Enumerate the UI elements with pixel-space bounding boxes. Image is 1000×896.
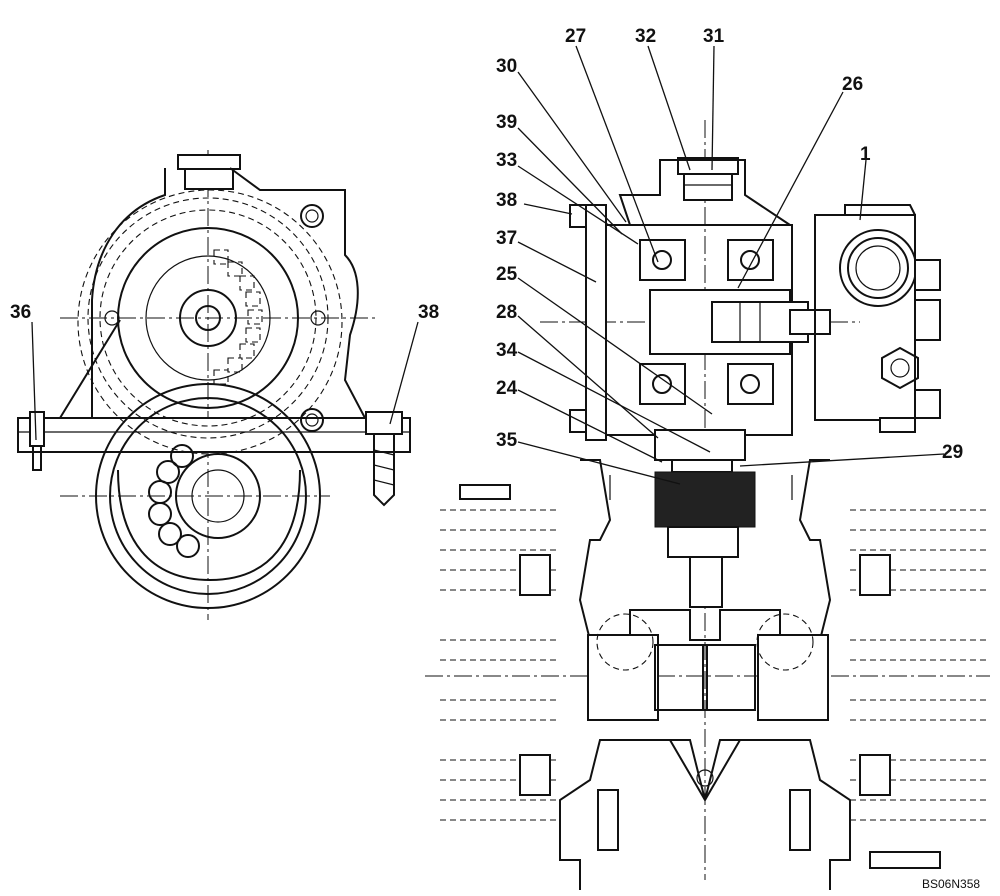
callout-27: 27 [565, 26, 586, 47]
callout-29: 29 [942, 442, 963, 463]
callout-1: 1 [860, 144, 871, 165]
callout-25: 25 [496, 264, 518, 285]
callout-36: 36 [10, 302, 31, 323]
callout-30: 30 [496, 56, 517, 77]
callout-24: 24 [496, 378, 518, 399]
bearing-balls [148, 444, 200, 558]
left-fins [440, 484, 560, 821]
end-view [17, 150, 411, 620]
leader-lines [31, 45, 945, 485]
callout-33: 33 [496, 150, 517, 171]
callout-34: 34 [496, 340, 518, 361]
right-fins [850, 509, 990, 869]
callout-38-left: 38 [418, 302, 439, 323]
hidden-rollers-upper [213, 249, 263, 385]
callout-28: 28 [496, 302, 517, 323]
callout-32: 32 [635, 26, 656, 47]
callout-35: 35 [496, 430, 518, 451]
callout-37: 37 [496, 228, 517, 249]
callout-38: 38 [496, 190, 517, 211]
callout-labels: 36 38 27 32 31 30 26 39 1 33 38 37 25 28… [10, 26, 963, 463]
drawing-code: BS06N358 [922, 877, 980, 891]
callout-39: 39 [496, 112, 517, 133]
callout-31: 31 [703, 26, 725, 47]
callout-26: 26 [842, 74, 863, 95]
section-view [425, 120, 990, 890]
